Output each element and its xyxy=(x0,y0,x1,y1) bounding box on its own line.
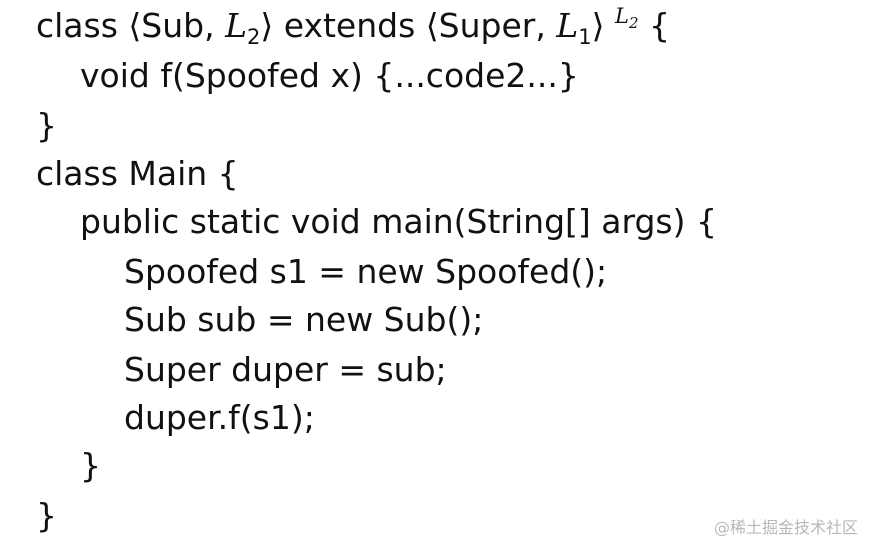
class-header-close: ⟩ xyxy=(591,6,615,45)
code-line-3: } xyxy=(36,106,57,145)
code-line-1: class ⟨Sub, L2⟩ extends ⟨Super, L1⟩ L2 { xyxy=(36,4,670,49)
code-line-5: public static void main(String[] args) { xyxy=(80,202,717,241)
label-l2: L xyxy=(225,6,247,45)
code-line-4: class Main { xyxy=(36,154,239,193)
label-l1: L xyxy=(556,6,579,45)
superscript-label: L2 xyxy=(614,4,639,32)
superscript-subscript: 2 xyxy=(628,14,639,32)
superscript-l: L xyxy=(614,4,629,28)
code-line-8: Super duper = sub; xyxy=(124,350,447,389)
watermark: @稀土掘金技术社区 xyxy=(713,518,858,537)
code-line-9: duper.f(s1); xyxy=(124,398,315,437)
code-line-7: Sub sub = new Sub(); xyxy=(124,300,484,339)
class-header-brace: { xyxy=(638,6,670,45)
code-line-2: void f(Spoofed x) {...code2...} xyxy=(80,56,579,95)
code-line-11: } xyxy=(36,496,57,535)
label-l2-subscript: 2 xyxy=(247,25,261,49)
class-header-middle: ⟩ extends ⟨Super, xyxy=(260,6,557,45)
code-line-10: } xyxy=(80,446,101,485)
code-line-6: Spoofed s1 = new Spoofed(); xyxy=(124,252,608,291)
class-header-prefix: class ⟨Sub, xyxy=(36,6,226,45)
label-l1-subscript: 1 xyxy=(578,25,592,49)
